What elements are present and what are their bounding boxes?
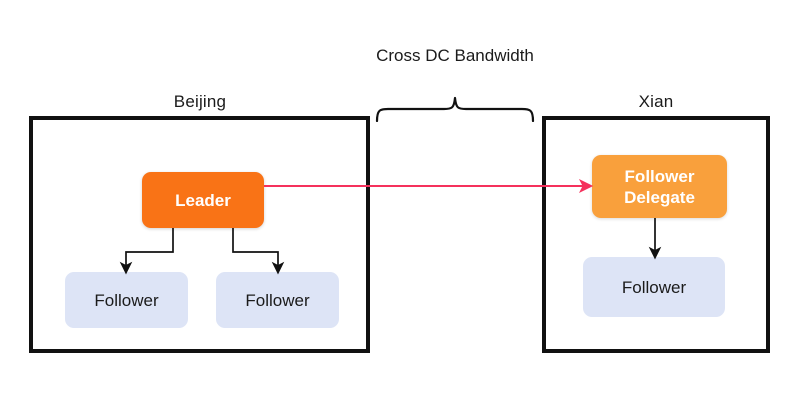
node-follower-beijing-right[interactable]: Follower: [216, 272, 339, 328]
curly-brace-icon: [375, 96, 535, 122]
node-follower-delegate[interactable]: Follower Delegate: [592, 155, 727, 218]
node-follower-beijing-left[interactable]: Follower: [65, 272, 188, 328]
datacenter-label-xian: Xian: [638, 92, 674, 111]
datacenter-box-xian: [542, 116, 770, 353]
node-follower-xian[interactable]: Follower: [583, 257, 725, 317]
datacenter-label-beijing: Beijing: [173, 92, 227, 111]
node-leader[interactable]: Leader: [142, 172, 264, 228]
cross-dc-bandwidth-label: Cross DC Bandwidth: [376, 46, 534, 65]
